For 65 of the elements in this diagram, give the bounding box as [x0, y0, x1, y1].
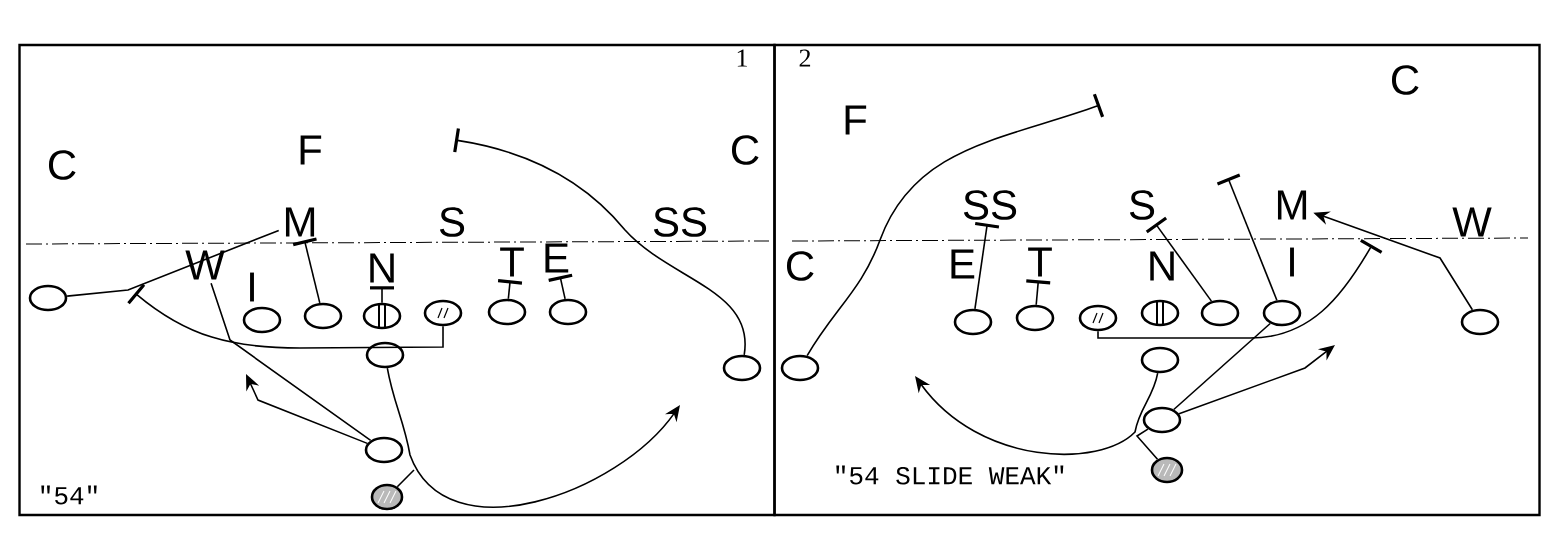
player-circle [303, 302, 343, 330]
defender-letter: SS [653, 207, 707, 237]
player-circle [1200, 299, 1240, 327]
route-arrow [915, 372, 1159, 455]
path-line [1135, 428, 1159, 460]
path-line [66, 229, 280, 297]
player-circle [362, 302, 402, 330]
defender-letter: C [48, 150, 76, 180]
defender-letter: E [545, 243, 569, 273]
block-line [548, 273, 573, 300]
player-circle [780, 354, 820, 382]
defender-letter: SS [963, 190, 1017, 220]
player-circle [1140, 299, 1180, 327]
block-line [370, 286, 394, 304]
path-line [396, 469, 415, 488]
player-circle [548, 298, 588, 326]
defender-letter: C [1392, 65, 1419, 95]
defender-letter: N [1150, 251, 1174, 281]
defender-letter: I [1290, 247, 1294, 277]
defender-letter: S [439, 207, 465, 237]
player-circle [242, 306, 282, 334]
block-line [292, 237, 321, 304]
defender-letter: W [1452, 207, 1492, 237]
defender-letter: C [732, 135, 759, 165]
route-arrow [1178, 345, 1335, 415]
diagram-panel [18, 43, 776, 517]
player-circle [1150, 456, 1184, 484]
diagram-panel [773, 43, 1541, 517]
defender-letter: F [845, 105, 867, 135]
player-circle [1078, 304, 1118, 332]
player-circle [1142, 406, 1182, 434]
player-circle [1460, 308, 1500, 336]
player-circle [370, 483, 404, 511]
defender-letter: E [951, 249, 975, 279]
block-line [1026, 279, 1051, 306]
block-line [1097, 239, 1383, 339]
player-circle [487, 298, 527, 326]
player-circle [364, 436, 404, 464]
player-circle [423, 299, 463, 327]
player-circle [722, 354, 762, 382]
block-line [497, 279, 523, 300]
defender-letter: W [185, 250, 225, 280]
player-circle [365, 341, 405, 369]
defender-letter: N [370, 253, 394, 283]
defender-letter: F [300, 135, 322, 165]
defender-letter: S [1129, 190, 1155, 220]
player-circle [953, 308, 993, 336]
play-caption: "54" [41, 485, 97, 505]
player-circle [1262, 299, 1302, 327]
route-arrow [386, 367, 680, 508]
path-line [1173, 322, 1271, 411]
player-circle [28, 284, 68, 312]
player-circle [1140, 346, 1180, 374]
block-line [453, 128, 746, 356]
defender-letter: I [250, 272, 254, 302]
defender-letter: M [1277, 190, 1307, 220]
defender-letter: T [1028, 247, 1052, 277]
path-line [210, 282, 372, 442]
panel-number: 1 [737, 49, 747, 67]
defender-letter: C [787, 251, 814, 281]
defender-letter: M [285, 207, 315, 237]
play-caption: "54 SLIDE WEAK" [836, 465, 1064, 485]
player-circle [1015, 304, 1055, 332]
defender-letter: T [500, 247, 524, 277]
panel-number: 2 [799, 49, 811, 67]
